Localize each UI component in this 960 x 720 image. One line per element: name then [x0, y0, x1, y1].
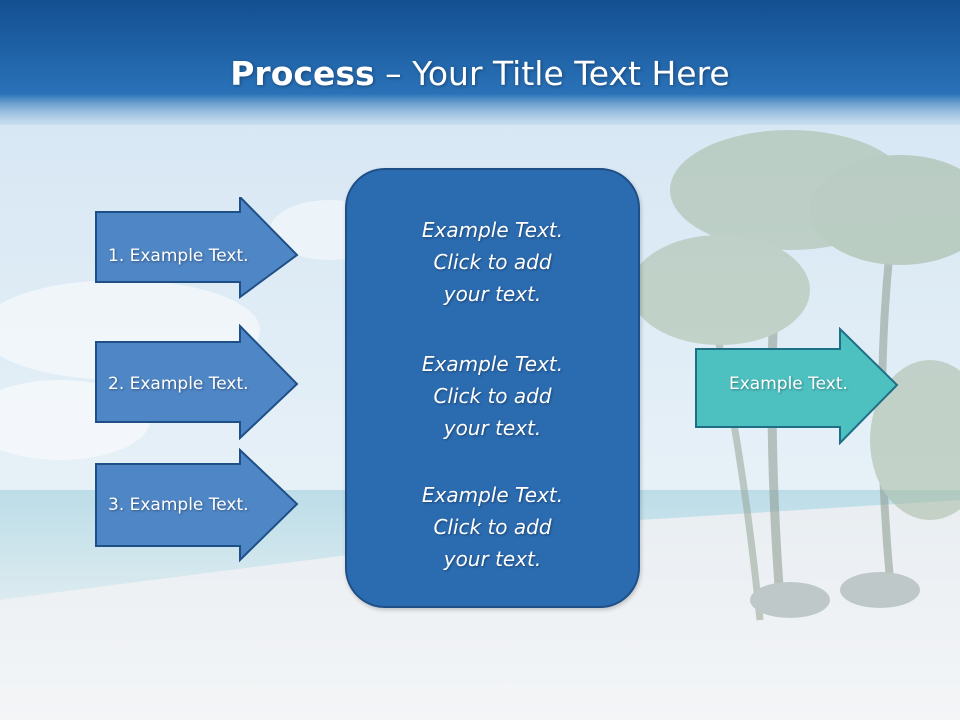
step-label-3: 3. Example Text.: [108, 495, 249, 515]
panel-text-block-2[interactable]: Example Text. Click to add your text.: [421, 352, 564, 440]
step-arrow-1[interactable]: [94, 197, 300, 301]
step-label-2: 2. Example Text.: [108, 374, 249, 394]
panel-text-block-1[interactable]: Example Text. Click to add your text.: [421, 218, 564, 306]
center-text-panel[interactable]: Example Text. Click to add your text. Ex…: [345, 168, 640, 608]
title-bold: Process: [230, 54, 375, 93]
slide-title: Process – Your Title Text Here: [0, 50, 960, 98]
step-label-1: 1. Example Text.: [108, 246, 249, 266]
panel-text-block-3[interactable]: Example Text. Click to add your text.: [421, 483, 564, 571]
result-arrow[interactable]: [694, 327, 900, 445]
step-arrow-2[interactable]: [94, 324, 300, 440]
title-rest: – Your Title Text Here: [374, 54, 730, 93]
result-label: Example Text.: [729, 374, 848, 394]
step-arrow-3[interactable]: [94, 448, 300, 564]
